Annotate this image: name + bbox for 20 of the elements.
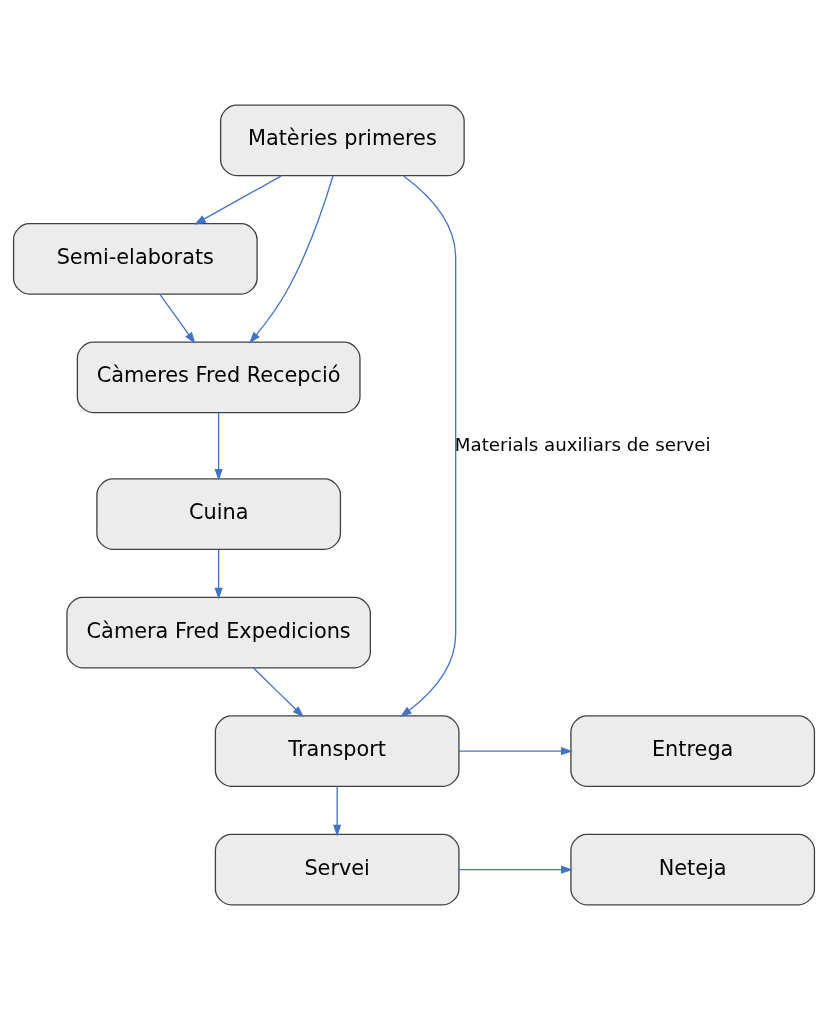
- node-box: Càmeres Fred Recepció: [76, 341, 361, 413]
- edge-label: Materials auxiliars de servei: [454, 433, 711, 455]
- arrow: [249, 174, 334, 343]
- node-box: Càmera Fred Expedicions: [66, 596, 371, 668]
- node-box: Matèries primeres: [219, 104, 465, 176]
- node-box: Transport: [214, 714, 460, 787]
- node-box: Cuina: [96, 477, 342, 550]
- arrow: [458, 865, 573, 874]
- arrow: [400, 174, 457, 717]
- node-box: Entrega: [570, 714, 816, 787]
- arrow: [159, 293, 196, 344]
- arrow: [214, 548, 223, 599]
- arrow: [333, 785, 342, 836]
- arrow: [194, 174, 282, 225]
- node-box: Servei: [214, 833, 460, 905]
- arrow: [214, 411, 223, 481]
- node-box: Semi-elaborats: [12, 222, 258, 295]
- arrow: [252, 666, 304, 717]
- arrow: [458, 746, 573, 755]
- node-box: Neteja: [570, 833, 816, 905]
